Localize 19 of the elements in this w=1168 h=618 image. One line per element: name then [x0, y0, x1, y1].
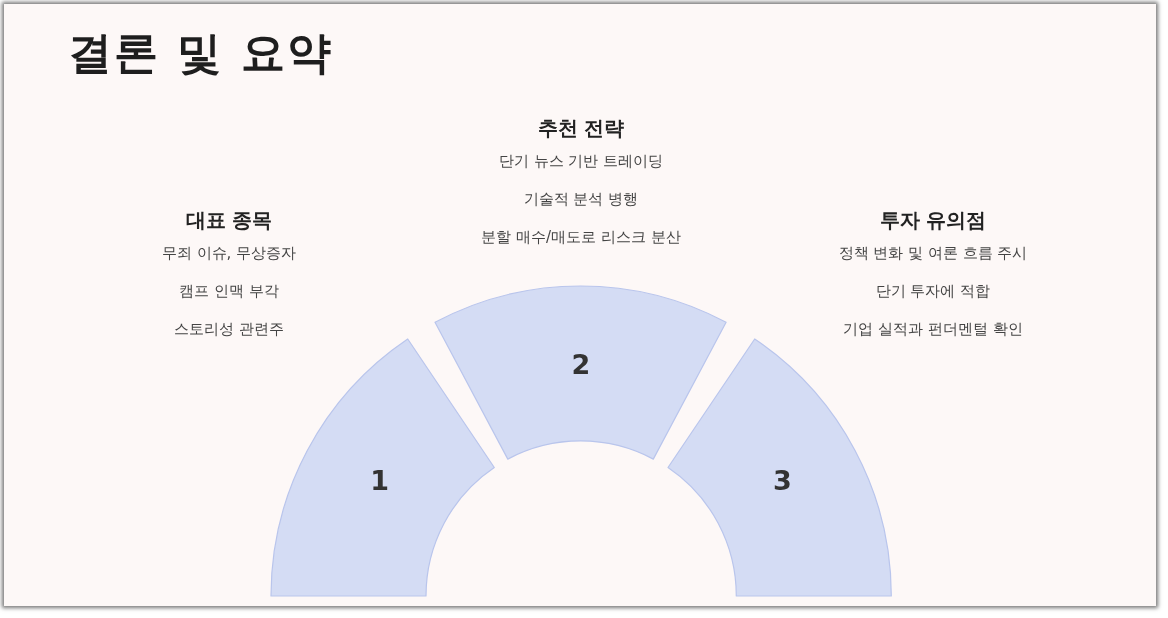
- list-item: 캠프 인맥 부각: [179, 282, 279, 301]
- page-title: 결론 및 요약: [68, 26, 333, 80]
- list-item: 기술적 분석 병행: [523, 190, 639, 209]
- segment-number: 3: [772, 464, 792, 496]
- list-item: 단기 투자에 적합: [875, 282, 991, 301]
- arc-segment: [271, 339, 495, 596]
- list-item: 정책 변화 및 여론 흐름 주시: [838, 244, 1028, 263]
- segment-number: 1: [370, 464, 390, 496]
- arc-segment: [667, 339, 891, 596]
- list-item: 무죄 이슈, 무상증자: [161, 244, 297, 263]
- section-heading: 투자 유의점: [879, 207, 987, 234]
- list-item: 기업 실적과 펀더멘털 확인: [843, 320, 1023, 339]
- section-heading: 추천 전략: [537, 115, 625, 142]
- list-item: 스토리성 관련주: [174, 320, 284, 339]
- list-item: 분할 매수/매도로 리스크 분산: [481, 228, 681, 247]
- arc-segment: [435, 286, 727, 460]
- list-item: 단기 뉴스 기반 트레이딩: [498, 152, 664, 171]
- section-heading: 대표 종목: [185, 207, 273, 234]
- segment-number: 2: [571, 348, 591, 379]
